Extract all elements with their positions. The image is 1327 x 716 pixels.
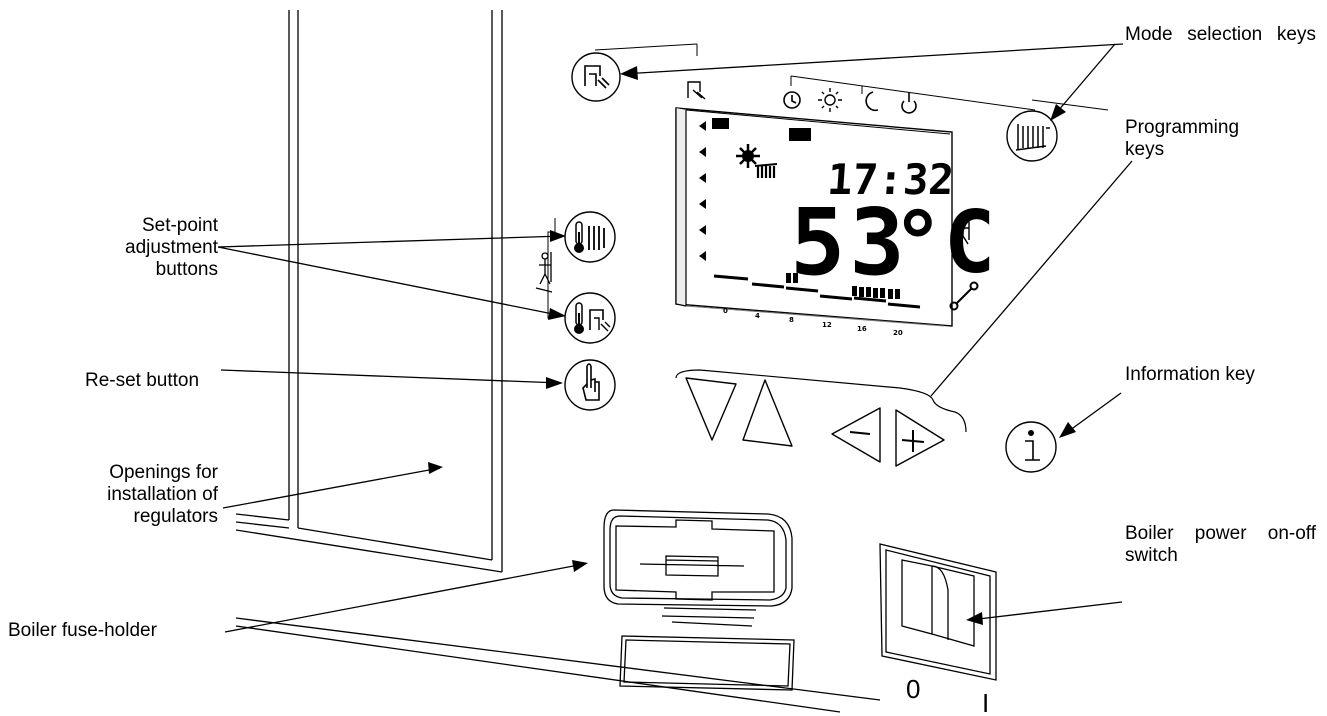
fuse-label-plate	[619, 635, 795, 691]
lcd-time: 17:32	[826, 155, 956, 204]
down-arrow-key[interactable]	[685, 377, 737, 441]
indicator-arrows	[699, 121, 706, 261]
fuse-holder[interactable]	[603, 509, 793, 627]
panel-body	[235, 10, 881, 713]
label-reset-button: Re-set button	[85, 370, 200, 391]
hour-tick-20: 20	[893, 329, 903, 337]
tap-icon	[687, 81, 706, 100]
reset-button[interactable]	[564, 359, 616, 411]
label-information-key: Information key	[1125, 364, 1255, 385]
lcd-unit: °C	[892, 193, 996, 293]
minus-icon	[849, 431, 871, 435]
radiator-icon	[1015, 124, 1050, 151]
mode-dhw-key[interactable]	[571, 52, 621, 102]
thermometer-radiator-icon	[574, 221, 605, 253]
label-programming-keys: Programming keys	[1125, 117, 1240, 160]
setpoint-heating-button[interactable]	[564, 211, 616, 263]
hour-tick-16: 16	[857, 325, 867, 333]
switch-off-symbol: 0	[906, 674, 920, 704]
hour-tick-labels: 0 4 8 12 16 20	[723, 307, 903, 337]
switch-on-symbol: I	[982, 688, 989, 716]
mode-key-bracket	[594, 43, 1109, 111]
power-icon	[901, 92, 917, 114]
label-boiler-fuse-holder: Boiler fuse-holder	[8, 620, 157, 641]
clock-icon	[783, 91, 801, 109]
label-setpoint-adjustment-buttons: Set-point adjustment buttons	[125, 215, 218, 280]
up-arrow-key[interactable]	[742, 379, 793, 447]
lcd-segment-block	[712, 118, 729, 129]
information-key[interactable]	[1005, 421, 1057, 473]
hour-tick-4: 4	[755, 312, 760, 320]
hour-tick-0: 0	[723, 307, 728, 315]
lcd-segment-block	[789, 128, 811, 141]
label-mode-selection-keys: Mode selection keys	[1125, 24, 1316, 45]
chimney-sweep-icon	[957, 216, 970, 245]
sun-icon	[818, 88, 842, 112]
plus-key[interactable]	[895, 409, 945, 467]
hand-icon	[582, 363, 600, 401]
lcd-temperature: 53	[790, 189, 909, 296]
label-openings-for-regulators: Openings for installation of regulators	[107, 462, 218, 527]
minus-key[interactable]	[831, 407, 881, 463]
hour-tick-12: 12	[822, 321, 832, 329]
setpoint-dhw-button[interactable]	[564, 292, 616, 344]
power-switch[interactable]	[879, 543, 997, 681]
time-program-blocks	[786, 273, 900, 299]
plus-icon	[901, 430, 925, 452]
info-icon	[1025, 429, 1040, 461]
wrench-icon	[949, 281, 979, 311]
moon-icon	[865, 91, 879, 112]
thermometer-tap-icon	[574, 302, 611, 334]
sun-radiator-icon	[736, 144, 778, 178]
programming-keys-bracket	[675, 369, 967, 433]
label-boiler-power-switch: Boiler power on-off switch	[1125, 523, 1316, 566]
hour-tick-8: 8	[789, 316, 794, 324]
lcd-display: 17:32 53 °C	[675, 107, 996, 327]
time-program-bars	[713, 274, 921, 309]
chimney-sweep-icon	[535, 252, 553, 293]
leader-arrowheads	[428, 66, 1076, 625]
leader-lines	[217, 43, 1133, 633]
mode-heating-key[interactable]	[1006, 110, 1058, 162]
tap-icon	[584, 65, 610, 89]
